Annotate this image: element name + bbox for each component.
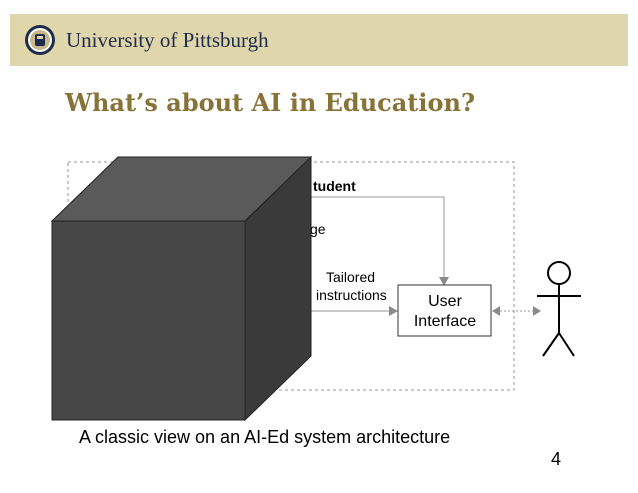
tailored-label-line1: Tailored	[326, 269, 375, 285]
university-seal-icon	[25, 25, 55, 55]
institution-name: University of Pittsburgh	[66, 28, 269, 52]
dark-cube	[50, 155, 313, 422]
stick-figure-icon	[537, 261, 581, 357]
tailored-label-line2: instructions	[316, 287, 387, 303]
page-number: 4	[551, 449, 562, 469]
diagram-caption: A classic view on an AI-Ed system archit…	[79, 427, 451, 447]
arrowhead-right-double	[533, 306, 541, 316]
user-interface-box	[397, 284, 492, 337]
ui-label-line2: Interface	[414, 313, 476, 330]
student-model-label: tudent	[313, 178, 356, 194]
ui-label-line1: User	[428, 293, 462, 310]
header-banner: University of Pittsburgh	[10, 14, 628, 66]
knowledge-connector	[290, 196, 445, 284]
cube-front-face	[51, 220, 246, 421]
arrowhead-down	[439, 277, 449, 286]
arrowhead-right	[389, 306, 398, 316]
arrowhead-left-double	[492, 306, 500, 316]
knowledge-label: ge	[310, 221, 326, 237]
slide-title: What’s about AI in Education?	[65, 88, 476, 117]
